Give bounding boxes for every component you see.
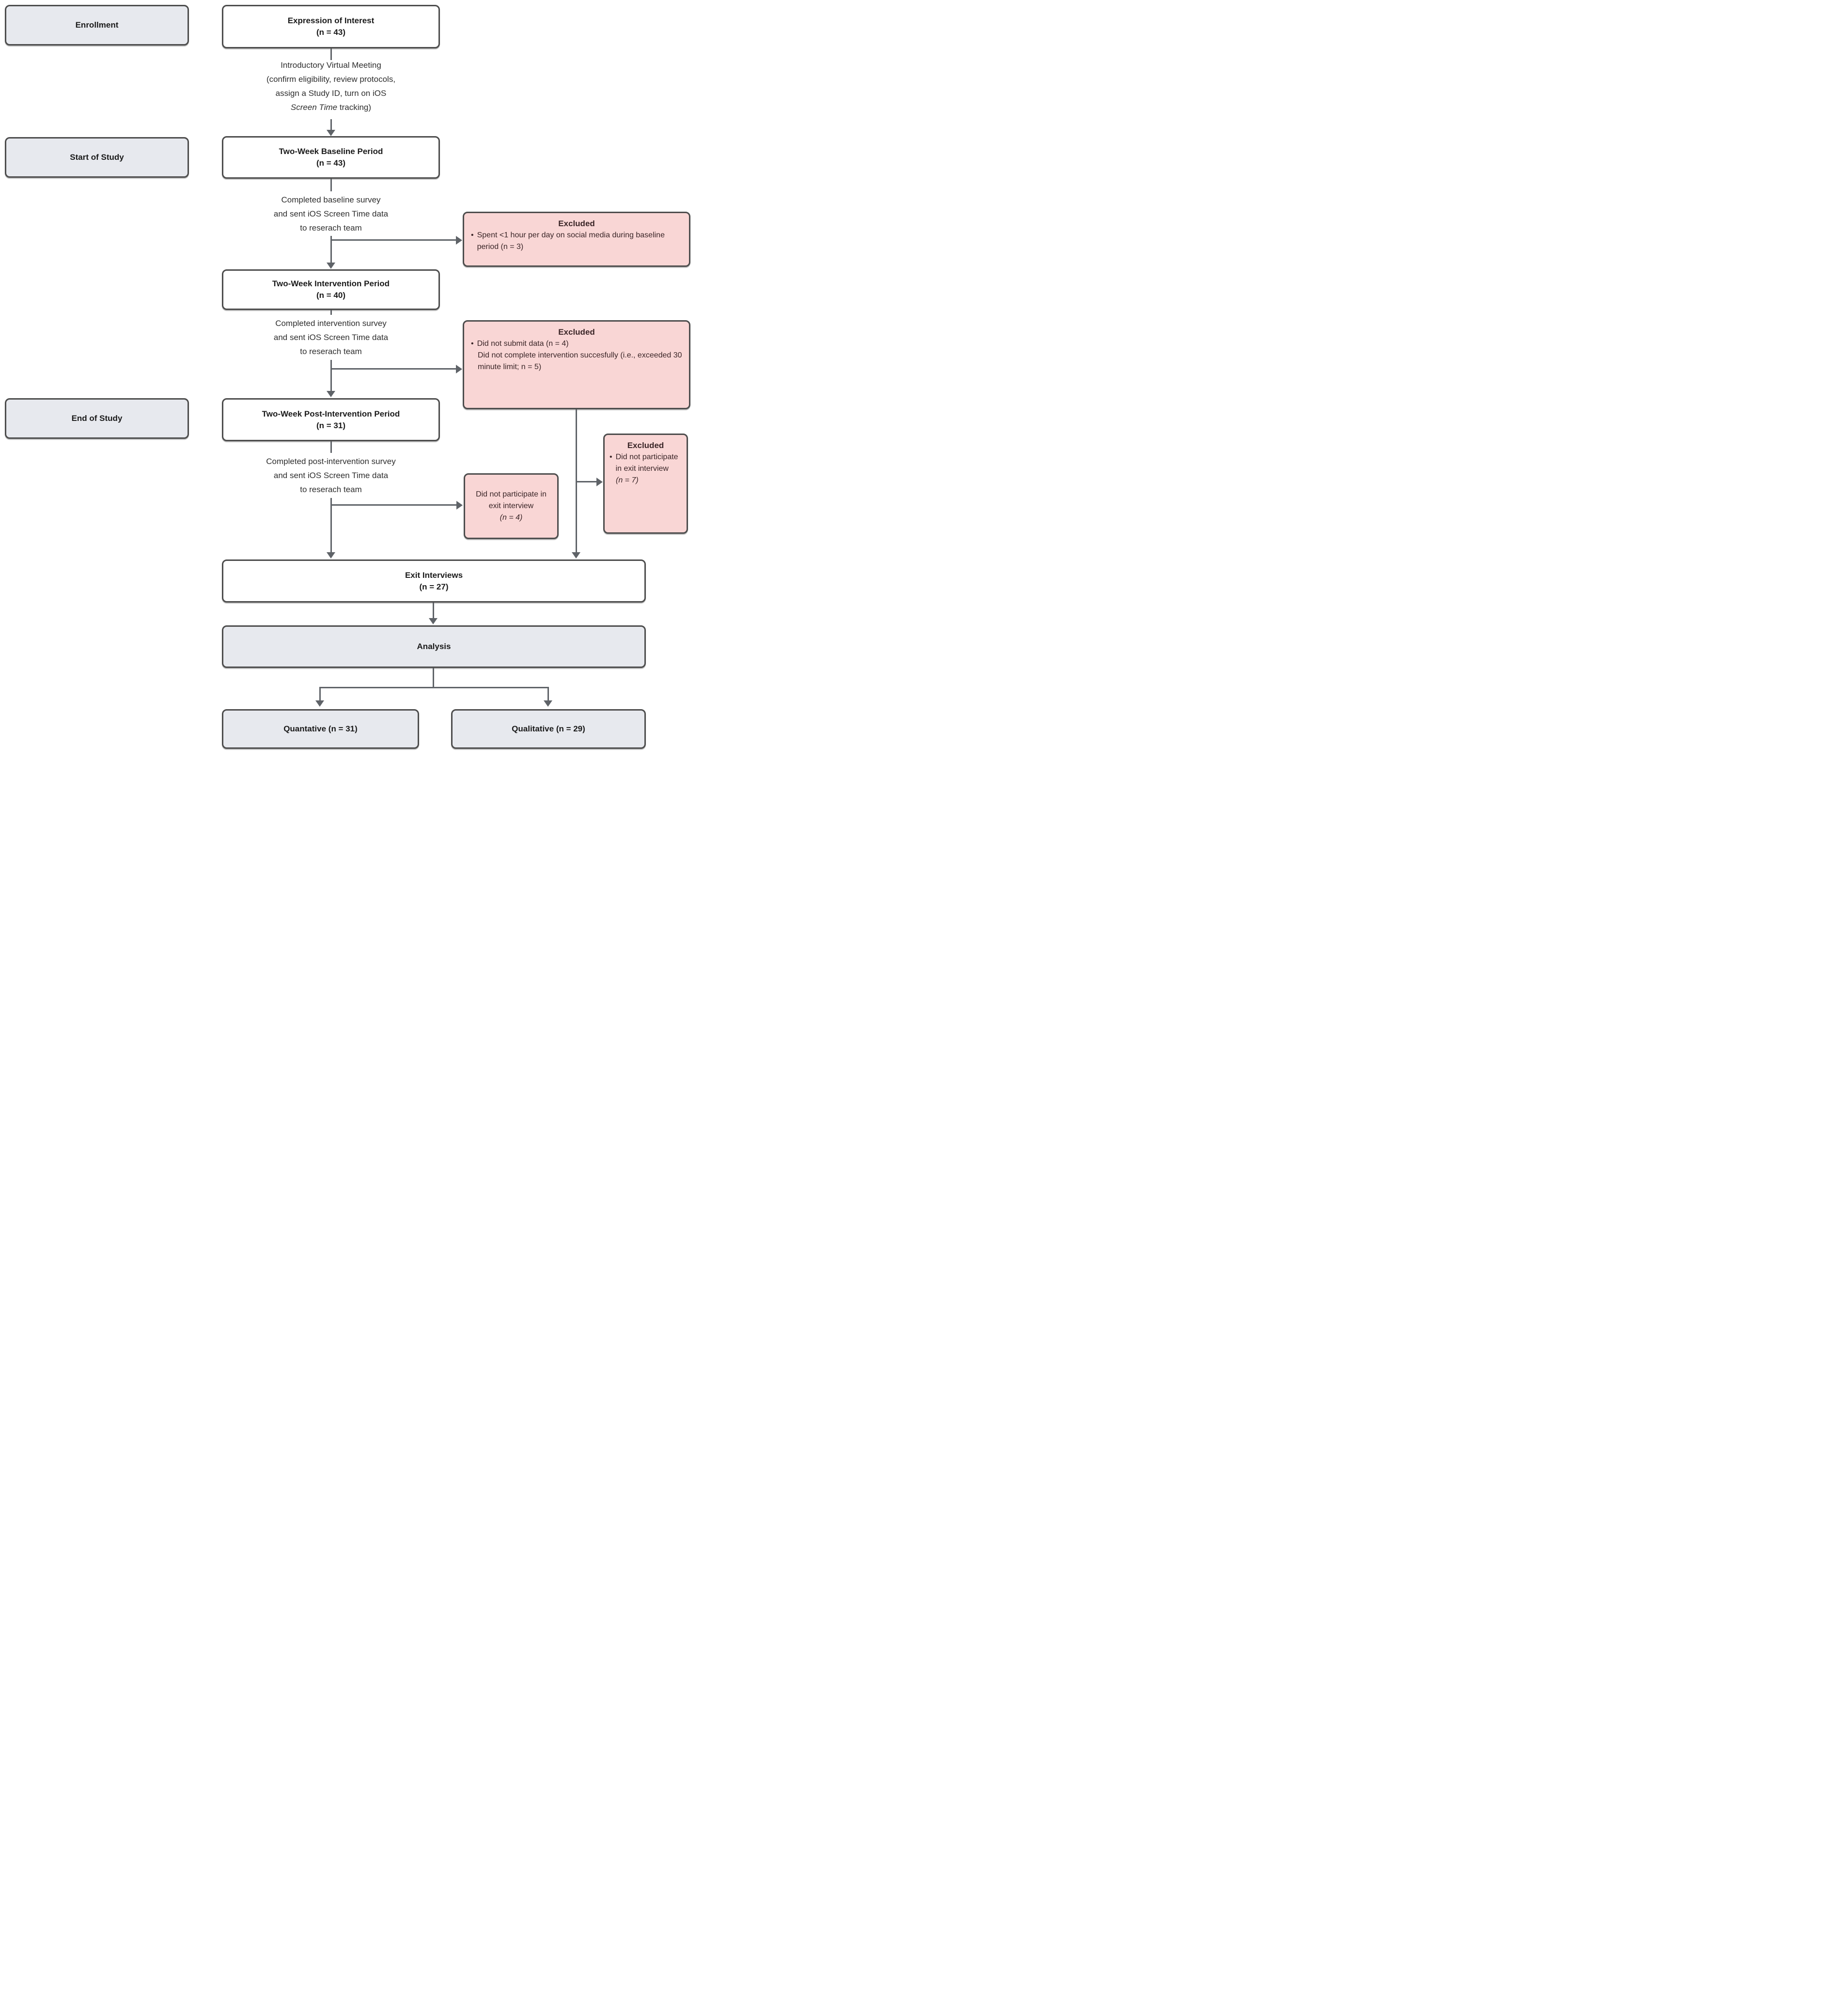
box-post-intervention-period: Two-Week Post-Intervention Period (n = 3… [222,398,440,441]
note-post-intervention-survey: Completed post-intervention survey and s… [228,454,434,496]
box-intervention-period: Two-Week Intervention Period (n = 40) [222,269,440,310]
stage-title: Quantative (n = 31) [283,724,358,733]
connector-to-excluded-intervention [331,368,456,370]
connector-split-to-quantitative [319,687,321,700]
connector-analysis-split-stem [433,668,434,688]
stage-title: Two-Week Intervention Period [272,279,390,288]
excluded-bullet-item: • Did not participate in exit interview [610,451,682,475]
connector-analysis-split-bar [320,687,548,688]
note-line: and sent iOS Screen Time data [273,209,389,218]
connector-eoi-to-intro-note [330,48,332,60]
stage-title: Expression of Interest [287,16,375,25]
note-line: Completed post-intervention survey [266,457,396,466]
arrowhead-into-quantitative [315,700,324,707]
box-excluded-exit-interview: Excluded • Did not participate in exit i… [603,434,688,534]
excluded-reason: Did not participate in exit interview [615,453,678,473]
note-line: (confirm eligibility, review protocols, [266,75,396,84]
box-quantitative: Quantative (n = 31) [222,709,419,749]
stage-n: (n = 40) [316,291,345,300]
connector-to-excluded-baseline [331,239,456,241]
arrowhead-into-qualitative [544,700,552,707]
stage-n: (n = 43) [316,158,345,168]
excluded-title: Excluded [558,327,595,337]
note-line: to reserach team [300,485,362,494]
phase-label-start-of-study: Start of Study [70,153,124,162]
excluded-reason: Did not submit data (n = 4) [477,340,569,348]
excluded-reason: Did not participate in exit interview [476,490,547,510]
connector-excluded-branch-to-exit [576,409,577,553]
box-qualitative: Qualitative (n = 29) [451,709,646,749]
box-no-exit-interview: Did not participate in exit interview (n… [464,473,559,539]
connector-note-to-intervention [330,236,332,264]
stage-n: (n = 43) [316,28,345,37]
stage-title: Exit Interviews [405,570,463,580]
arrowhead-into-post [327,391,335,397]
note-intervention-survey: Completed intervention survey and sent i… [239,316,423,358]
connector-intervention-to-note [330,310,332,315]
screen-time-italic: Screen Time [290,103,338,112]
box-analysis: Analysis [222,625,646,668]
arrowhead-into-excluded-baseline [456,236,462,245]
bullet-icon: • [471,340,474,348]
note-baseline-survey: Completed baseline survey and sent iOS S… [239,193,423,235]
stage-title: Analysis [417,642,451,651]
excluded-reason-continued: Did not complete intervention succesfull… [478,351,682,371]
note-line: Screen Time tracking) [239,100,423,114]
excluded-reason: Spent <1 hour per day on social media du… [477,231,665,251]
connector-post-to-note [330,441,332,453]
note-line: assign a Study ID, turn on iOS [275,89,387,98]
phase-label-end-of-study: End of Study [71,414,123,423]
box-enrollment: Enrollment [5,5,189,46]
arrowhead-into-exit-right [572,552,580,558]
flow-diagram: Enrollment Start of Study End of Study E… [0,0,705,771]
arrowhead-into-excluded-intervention [456,365,462,373]
stage-n: (n = 27) [419,582,449,591]
box-excluded-baseline: Excluded • Spent <1 hour per day on soci… [463,212,690,267]
stage-n: (n = 31) [316,420,345,430]
box-baseline-period: Two-Week Baseline Period (n = 43) [222,136,440,179]
phase-label-enrollment: Enrollment [75,20,119,30]
bullet-icon: • [471,231,474,239]
arrowhead-into-analysis [429,618,438,624]
note-line: to reserach team [300,223,362,233]
excluded-n: (n = 7) [616,476,639,484]
arrowhead-into-no-exit-interview [456,501,463,510]
note-line-rest: tracking) [337,103,372,112]
box-end-of-study: End of Study [5,398,189,439]
stage-title: Two-Week Baseline Period [279,147,383,156]
note-line: and sent iOS Screen Time data [273,471,389,480]
excluded-n: (n = 4) [500,513,523,522]
arrowhead-into-exit-left [327,552,335,558]
connector-note-to-exit [330,498,332,553]
connector-split-to-qualitative [547,687,549,700]
excluded-title: Excluded [627,441,664,450]
note-line: Completed intervention survey [275,319,387,328]
excluded-bullet-item: • Spent <1 hour per day on social media … [471,230,682,253]
connector-to-excluded-exit-interview [577,481,596,482]
stage-title: Two-Week Post-Intervention Period [262,409,400,419]
connector-to-no-exit-interview [331,504,456,506]
connector-baseline-to-note [330,179,332,191]
note-intro-meeting: Introductory Virtual Meeting (confirm el… [239,58,423,114]
note-line: Introductory Virtual Meeting [281,61,381,70]
note-line: and sent iOS Screen Time data [273,333,389,342]
arrowhead-into-excluded-exit-interview [596,478,603,486]
excluded-title: Excluded [558,219,595,228]
excluded-bullet-item: • Did not submit data (n = 4) [471,338,682,350]
box-start-of-study: Start of Study [5,137,189,178]
box-exit-interviews: Exit Interviews (n = 27) [222,559,646,603]
arrowhead-into-intervention [327,263,335,269]
box-excluded-intervention: Excluded • Did not submit data (n = 4) D… [463,320,690,409]
connector-note-to-post [330,360,332,392]
box-expression-of-interest: Expression of Interest (n = 43) [222,5,440,48]
connector-intro-to-baseline [330,119,332,131]
stage-title: Qualitative (n = 29) [512,724,585,733]
connector-exit-to-analysis [433,603,434,618]
note-line: to reserach team [300,347,362,356]
note-line: Completed baseline survey [281,195,381,204]
bullet-icon: • [610,453,612,461]
arrowhead-into-baseline [327,130,335,136]
